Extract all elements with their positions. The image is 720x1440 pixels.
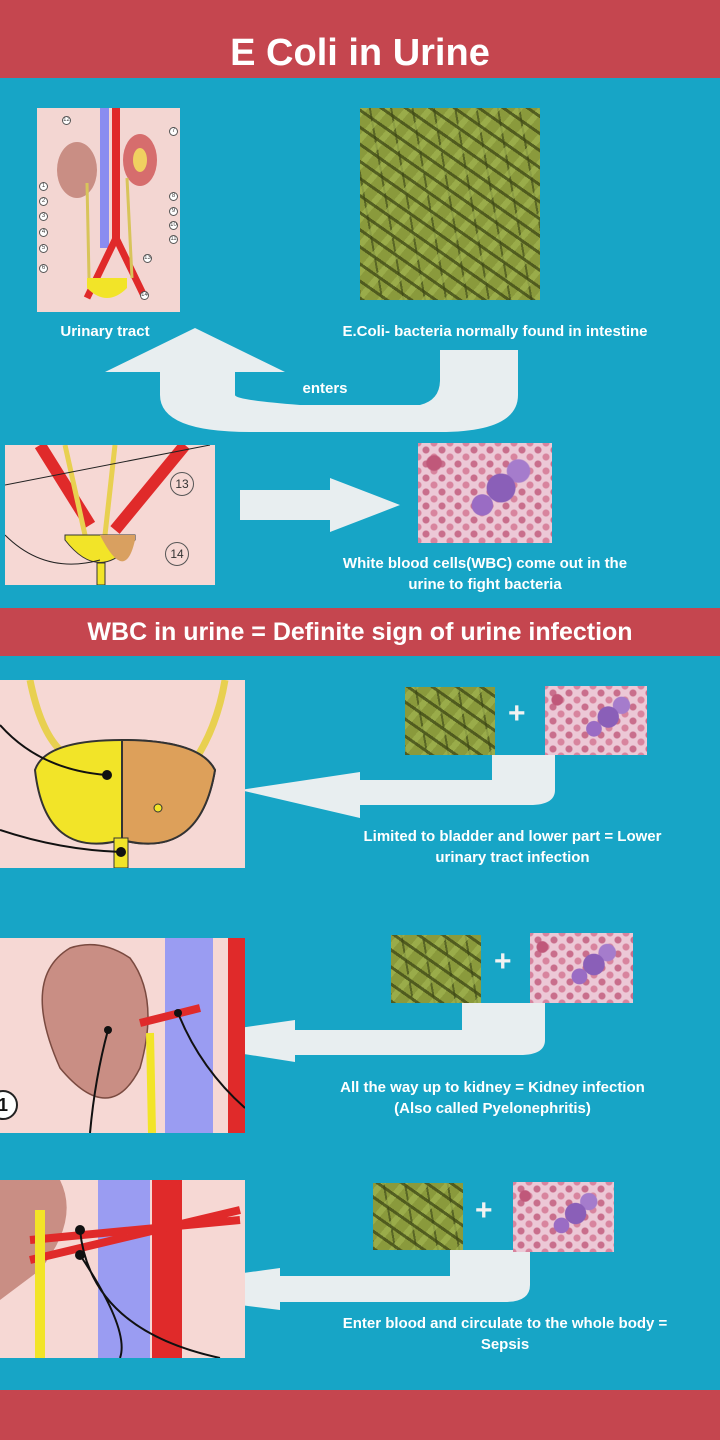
diagram-number: 13 <box>143 254 152 263</box>
wbc-band <box>0 608 720 656</box>
wbc-caption-line2: urine to fight bacteria <box>408 576 562 593</box>
wbc-thumbnail <box>530 933 633 1003</box>
bladder-drawing <box>5 445 211 585</box>
diagram-number: 3 <box>39 212 48 221</box>
bladder-large-drawing <box>0 680 229 868</box>
kidney-diagram: 1 <box>0 938 245 1133</box>
urinary-anatomy-drawing <box>57 108 157 300</box>
kidney-infection-line1: All the way up to kidney = Kidney infect… <box>340 1079 645 1096</box>
section1-arrow <box>240 755 555 818</box>
wbc-band-text: WBC in urine = Definite sign of urine in… <box>87 618 633 646</box>
enters-u-arrow <box>105 328 518 432</box>
blood-vessel-diagram <box>0 1180 245 1358</box>
diagram-number: 10 <box>169 221 178 230</box>
kidney-infection-caption: All the way up to kidney = Kidney infect… <box>295 1077 690 1119</box>
diagram-number: 13 <box>170 472 194 496</box>
diagram-number: 7 <box>169 127 178 136</box>
ecoli-thumbnail <box>405 687 495 755</box>
urinary-tract-diagram: 1 2 3 4 5 6 7 8 9 10 11 12 13 14 <box>37 108 180 312</box>
ecoli-thumbnail <box>391 935 481 1003</box>
diagram-number: 9 <box>169 207 178 216</box>
diagram-number: 8 <box>169 192 178 201</box>
diagram-number: 14 <box>165 542 189 566</box>
right-arrow <box>240 478 400 532</box>
diagram-number: 14 <box>140 291 149 300</box>
sepsis-line2: Sepsis <box>480 1336 530 1353</box>
kidney-infection-line2: (Also called Pyelonephritis) <box>394 1100 591 1117</box>
diagram-number: 2 <box>39 197 48 206</box>
ecoli-caption: E.Coli- bacteria normally found in intes… <box>342 323 648 340</box>
diagram-number: 1 <box>39 182 48 191</box>
diagram-number: 12 <box>62 116 71 125</box>
diagram-number: 11 <box>169 235 178 244</box>
wbc-caption: White blood cells(WBC) come out in the u… <box>290 553 680 595</box>
wbc-thumbnail <box>545 686 647 755</box>
wbc-image <box>418 443 552 543</box>
bladder-diagram: 13 14 <box>5 445 215 585</box>
bladder-large-diagram <box>0 680 245 868</box>
page-title: E Coli in Urine <box>230 32 490 74</box>
ecoli-thumbnail <box>373 1183 463 1250</box>
header-band <box>0 0 720 78</box>
wbc-thumbnail <box>513 1182 614 1252</box>
wbc-caption-line1: White blood cells(WBC) come out in the <box>342 555 628 572</box>
diagram-number: 4 <box>39 228 48 237</box>
ecoli-image <box>360 108 540 300</box>
enters-label: enters <box>302 380 348 397</box>
urinary-tract-caption: Urinary tract <box>60 323 150 340</box>
sepsis-caption: Enter blood and circulate to the whole b… <box>300 1313 710 1355</box>
blood-vessel-drawing <box>0 1180 241 1358</box>
lower-uti-line1: Limited to bladder and lower part = Lowe… <box>363 828 662 845</box>
diagram-number: 6 <box>39 264 48 273</box>
plus-sign: + <box>475 1194 493 1227</box>
lower-uti-caption: Limited to bladder and lower part = Lowe… <box>315 826 710 868</box>
plus-sign: + <box>508 697 526 730</box>
kidney-drawing <box>41 938 245 1133</box>
diagram-number: 5 <box>39 244 48 253</box>
plus-sign: + <box>494 945 512 978</box>
lower-uti-line2: urinary tract infection <box>435 849 590 866</box>
footer-band <box>0 1390 720 1440</box>
section2-arrow <box>155 1003 545 1062</box>
sepsis-line1: Enter blood and circulate to the whole b… <box>342 1315 668 1332</box>
